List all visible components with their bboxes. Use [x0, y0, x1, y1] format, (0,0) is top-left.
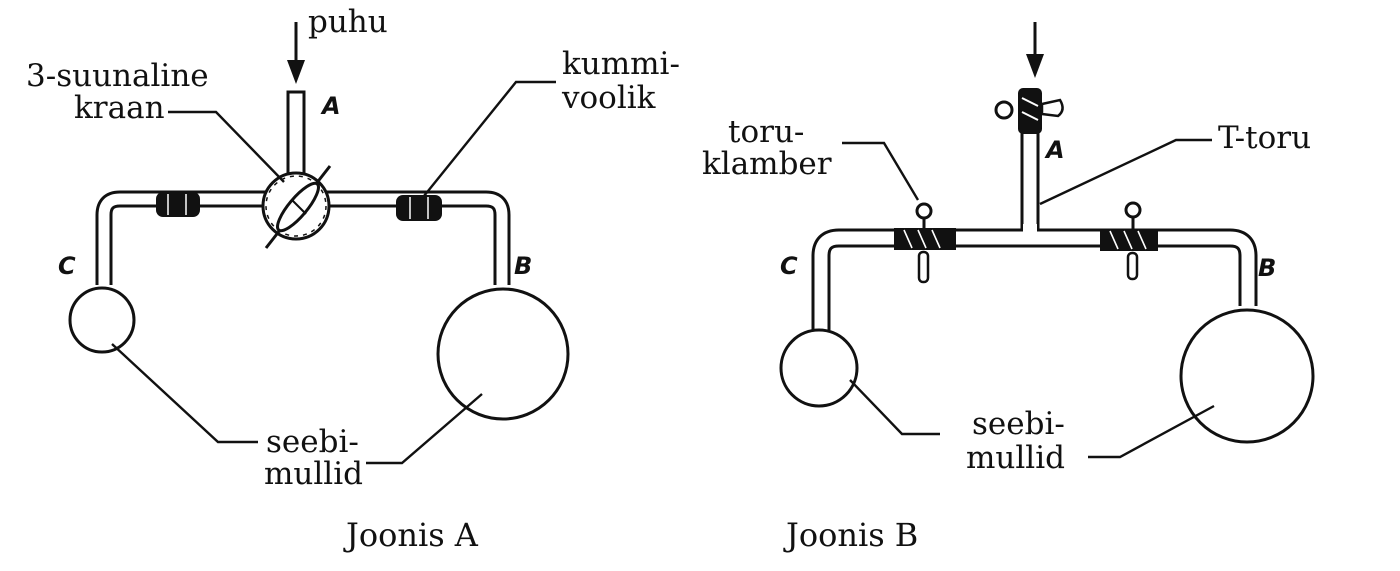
t-tube-stem-b — [1020, 130, 1040, 234]
label-hose-line1: kummi- — [562, 46, 680, 82]
leader-bubble-large-a — [366, 393, 483, 465]
letter-a-fig-a: A — [320, 92, 341, 120]
letter-a-fig-b: A — [1044, 136, 1065, 164]
leader-bubble-small-b — [849, 379, 940, 436]
label-hose-line2: voolik — [561, 80, 656, 116]
rubber-hose-right-a — [396, 195, 442, 221]
soap-bubble-large-b — [1179, 308, 1315, 444]
rubber-hose-left-a — [156, 192, 200, 217]
leader-clamp-b — [842, 141, 920, 201]
letter-c-fig-a: C — [58, 252, 76, 280]
caption-figure-b: Joonis B — [783, 516, 918, 554]
soap-bubble-small-b — [779, 328, 859, 408]
label-ttube: T-toru — [1218, 120, 1311, 156]
figure-a: A B C puhu 3-suunaline kraan kummi- vool… — [26, 4, 680, 554]
label-valve-line1: 3-suunaline — [26, 58, 209, 94]
letter-b-fig-b: B — [1258, 254, 1276, 282]
leader-ttube-b — [1039, 138, 1212, 206]
three-way-valve-a — [261, 165, 332, 249]
label-clamp-line1: toru- — [728, 114, 804, 150]
caption-figure-a: Joonis A — [343, 516, 479, 554]
letter-b-fig-a: B — [514, 252, 532, 280]
label-bubbles-line2-a: mullid — [264, 456, 363, 492]
figure-b: A B C toru- klamber T-toru seebi- mullid… — [702, 22, 1315, 554]
label-bubbles-line2-b: mullid — [966, 440, 1065, 476]
leader-valve-a — [168, 110, 285, 183]
label-bubbles-line1-b: seebi- — [972, 406, 1065, 442]
tube-b — [811, 224, 1258, 330]
leader-bubble-small-a — [111, 343, 258, 444]
leader-bubble-large-b — [1088, 404, 1215, 459]
letter-c-fig-b: C — [780, 252, 798, 280]
soap-bubble-small-a — [68, 286, 136, 354]
label-clamp-line2: klamber — [702, 146, 832, 182]
leader-hose-a — [423, 80, 556, 197]
top-clamp-b — [994, 88, 1064, 134]
soap-bubble-large-a — [436, 287, 570, 421]
blow-arrow-b — [1026, 22, 1044, 78]
label-valve-line2: kraan — [74, 90, 165, 126]
inlet-tube-a — [286, 90, 306, 178]
tube-clamp-right-b — [1100, 201, 1158, 281]
blow-arrow-a — [287, 22, 305, 84]
label-blow: puhu — [308, 4, 388, 40]
label-bubbles-line1-a: seebi- — [266, 424, 359, 460]
tube-clamp-left-b — [894, 202, 956, 284]
